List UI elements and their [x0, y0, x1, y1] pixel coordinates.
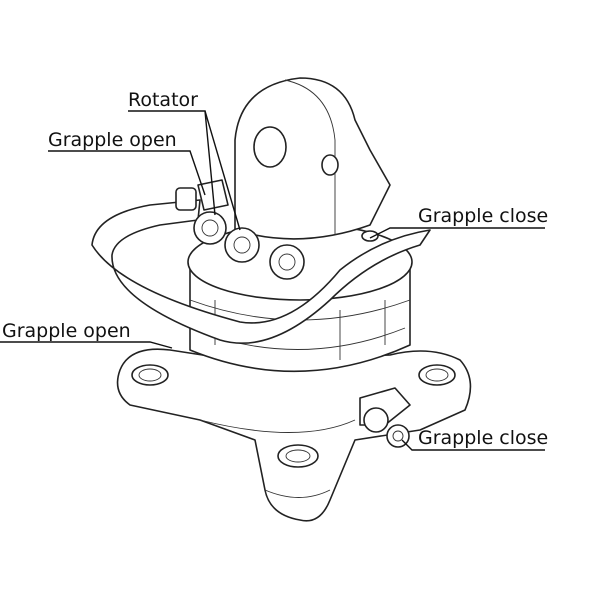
label-grapple-close-bottom: Grapple close — [418, 427, 548, 449]
side-fitting — [359, 387, 411, 448]
label-grapple-open-top: Grapple open — [48, 129, 177, 151]
leader-lines — [0, 110, 545, 451]
label-grapple-close-right: Grapple close — [418, 205, 548, 227]
label-grapple-open-left: Grapple open — [2, 320, 131, 342]
label-rotator: Rotator — [128, 89, 198, 111]
top-bracket — [234, 77, 391, 242]
handle-loop — [91, 199, 431, 344]
hydraulic-fittings — [175, 179, 305, 280]
